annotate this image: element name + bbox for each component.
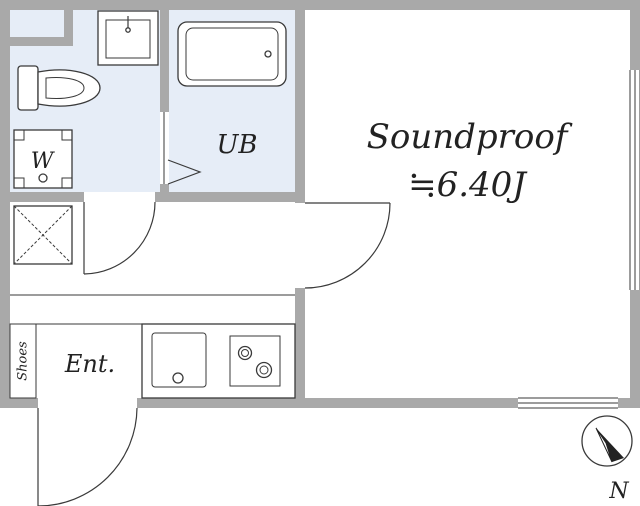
window-east xyxy=(629,70,640,290)
laundry-label: W xyxy=(31,149,56,174)
storage-icon xyxy=(13,205,73,265)
washer-space: W xyxy=(13,129,73,189)
shoe-closet: Shoes xyxy=(9,323,37,399)
drain-icon xyxy=(38,173,48,183)
washroom-door xyxy=(83,201,156,275)
window-south xyxy=(518,397,618,409)
room-size: ≒6.40J xyxy=(408,165,528,205)
shoes-label: Shoes xyxy=(16,341,31,381)
north-label: N xyxy=(608,479,629,504)
wash-basin-icon xyxy=(97,10,159,66)
entry-door xyxy=(37,407,138,506)
room-name: Soundproof xyxy=(367,117,573,157)
sink-icon xyxy=(151,332,207,388)
entrance-label: Ent. xyxy=(64,350,115,378)
kitchen-counter xyxy=(141,323,296,399)
toilet-icon xyxy=(17,65,101,111)
bath-label: UB xyxy=(216,130,257,160)
bath-door xyxy=(160,112,202,185)
room-door xyxy=(304,202,391,289)
bathtub-icon xyxy=(177,21,287,87)
stove-icon xyxy=(229,335,281,387)
compass-icon: N xyxy=(581,415,633,504)
